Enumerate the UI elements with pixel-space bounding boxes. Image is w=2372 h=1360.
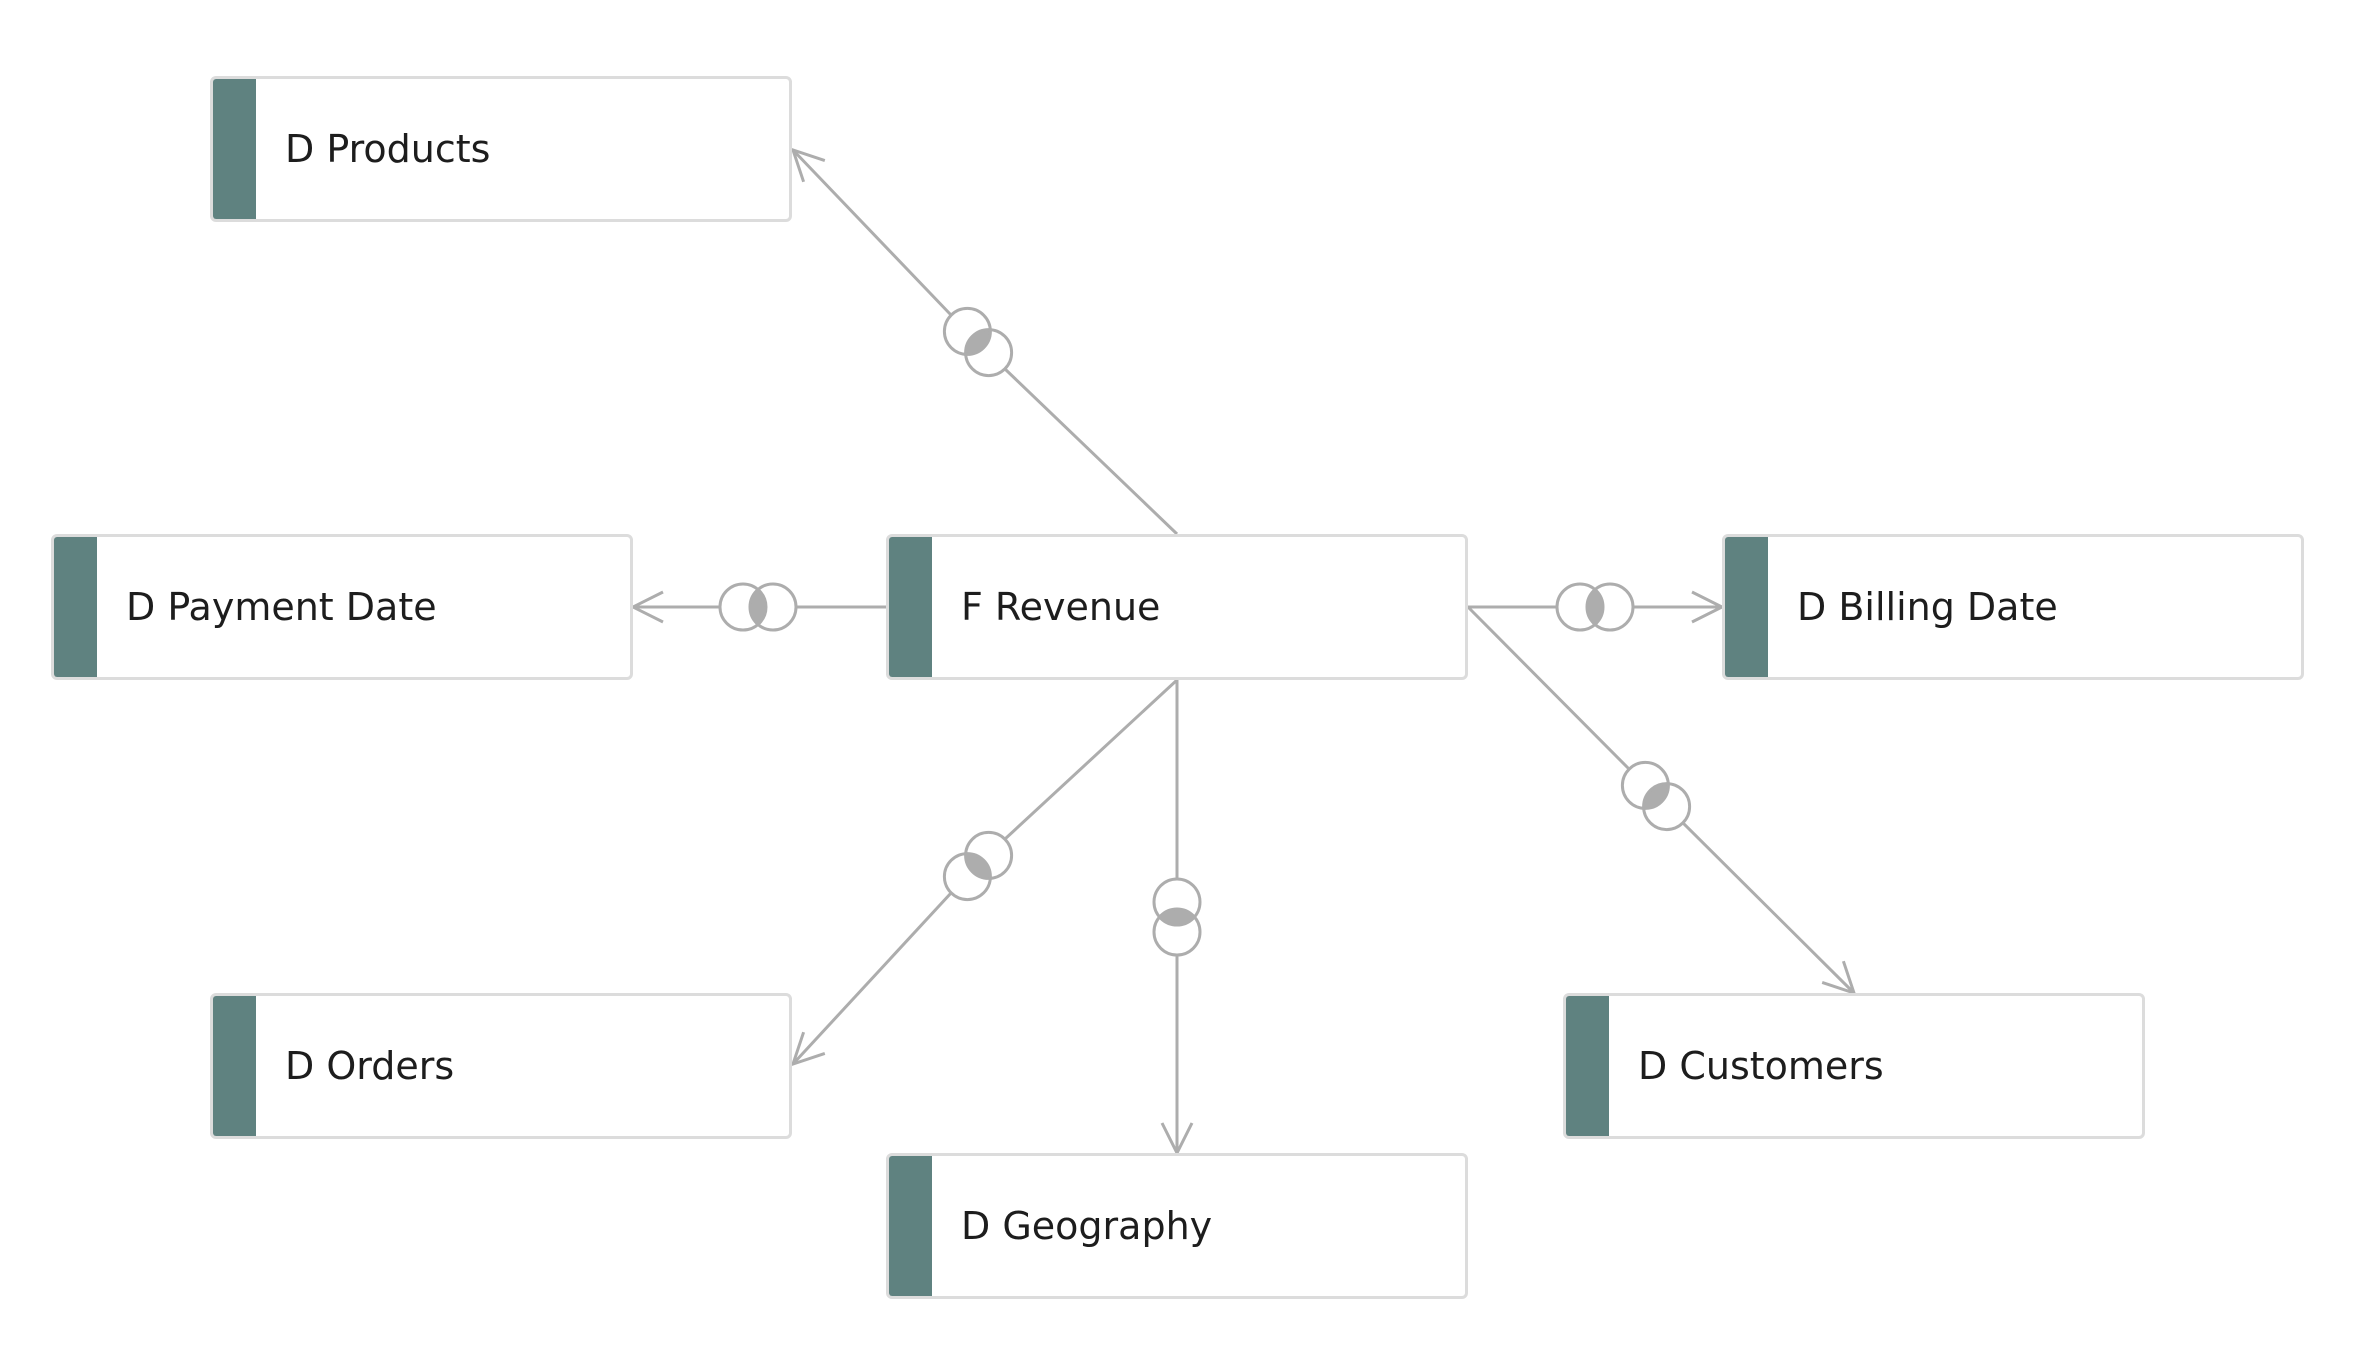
inner-join-icon[interactable]	[942, 852, 992, 902]
inner-join-icon[interactable]	[1585, 582, 1635, 632]
arrow-head-icon	[629, 590, 664, 624]
connector-line	[1003, 678, 1179, 841]
relationship-d-billing-date[interactable]	[1468, 582, 1726, 632]
connector-line	[791, 891, 953, 1066]
entity-d-orders[interactable]: D Orders	[210, 993, 792, 1139]
entity-name: D Geography	[961, 1204, 1213, 1248]
entity-color-bar	[213, 79, 256, 219]
inner-join-icon[interactable]	[964, 830, 1014, 880]
join-overlap-icon	[1643, 783, 1669, 809]
inner-join-icon[interactable]	[942, 306, 992, 356]
entity-d-geography[interactable]: D Geography	[886, 1153, 1468, 1299]
entity-color-bar	[889, 1156, 932, 1296]
join-overlap-icon	[965, 853, 991, 879]
connector-line	[1003, 367, 1179, 536]
inner-join-icon[interactable]	[1152, 907, 1202, 957]
entity-name: D Products	[285, 127, 491, 171]
entity-name: D Orders	[285, 1044, 455, 1088]
relationship-d-customers[interactable]	[1466, 605, 1857, 996]
entity-d-payment-date[interactable]: D Payment Date	[51, 534, 633, 680]
relationship-d-products[interactable]	[790, 147, 1179, 536]
entity-d-billing-date[interactable]: D Billing Date	[1722, 534, 2304, 680]
entity-color-bar	[889, 537, 932, 677]
entity-color-bar	[1566, 996, 1609, 1136]
join-overlap-icon	[965, 329, 991, 355]
entity-name: D Payment Date	[126, 585, 437, 629]
entity-color-bar	[54, 537, 97, 677]
entity-name: D Customers	[1638, 1044, 1884, 1088]
arrow-head-icon	[790, 147, 826, 183]
inner-join-icon[interactable]	[1642, 782, 1692, 832]
join-overlap-icon	[1587, 589, 1603, 625]
inner-join-icon[interactable]	[748, 582, 798, 632]
join-overlap-icon	[750, 589, 767, 625]
inner-join-icon[interactable]	[1620, 760, 1670, 810]
entity-color-bar	[1725, 537, 1768, 677]
entity-name: F Revenue	[961, 585, 1161, 629]
relationship-d-payment-date[interactable]	[629, 582, 886, 632]
entity-f-revenue[interactable]: F Revenue	[886, 534, 1468, 680]
join-overlap-icon	[1159, 909, 1195, 925]
inner-join-icon[interactable]	[1555, 582, 1605, 632]
entity-name: D Billing Date	[1797, 585, 2058, 629]
relationship-d-geography[interactable]	[1152, 680, 1202, 1157]
connector-line	[791, 148, 953, 317]
entity-d-products[interactable]: D Products	[210, 76, 792, 222]
arrow-head-icon	[790, 1031, 826, 1067]
connector-line	[1681, 821, 1856, 995]
entity-color-bar	[213, 996, 256, 1136]
connector-line	[1466, 605, 1631, 771]
inner-join-icon[interactable]	[1152, 877, 1202, 927]
inner-join-icon[interactable]	[964, 328, 1014, 378]
entity-d-customers[interactable]: D Customers	[1563, 993, 2145, 1139]
relationship-d-orders[interactable]	[790, 678, 1179, 1067]
inner-join-icon[interactable]	[718, 582, 768, 632]
